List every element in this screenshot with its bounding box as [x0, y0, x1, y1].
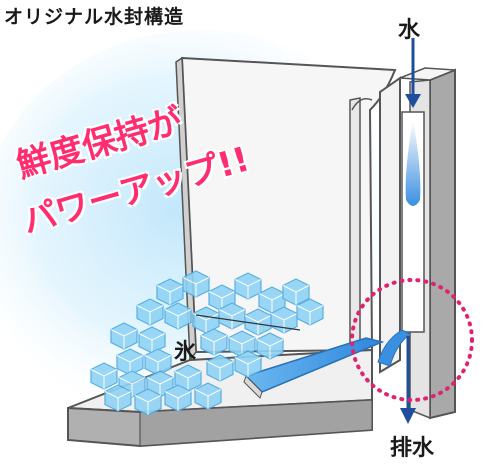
ice-cube-facet [256, 339, 284, 359]
ice-pointer-line [195, 314, 301, 331]
ice-cube-facet [104, 391, 132, 411]
ice-cube-facet [164, 309, 192, 329]
ice-cube-facet [136, 305, 164, 325]
ice-cube-facet [174, 371, 202, 391]
ice-cube-facet [110, 329, 138, 349]
ice-cube-facet [296, 305, 324, 325]
ice-cube-facet [258, 293, 286, 313]
water-drop [405, 120, 421, 206]
ice-cube-facet [118, 377, 146, 397]
arrow-down-icon [405, 38, 421, 108]
drain-trap [377, 329, 411, 367]
water-tray-lip [243, 375, 263, 399]
ice-cube-facet [138, 333, 166, 353]
ice-cube-facet [234, 357, 262, 377]
ice-cube-facet [218, 309, 246, 329]
drain-label: 排水 [390, 436, 435, 461]
ice-cube-facet [270, 313, 298, 333]
ice-cube-facet [282, 285, 310, 305]
water-label: 水 [398, 18, 421, 43]
ice-cube-facet [164, 391, 192, 411]
ice-cube-facet [194, 389, 222, 409]
ice-cube-facet [182, 277, 210, 297]
floor-front-dark [139, 399, 373, 447]
ice-cube-facet [90, 369, 118, 389]
ice-cube-facet [200, 335, 228, 355]
ice-cubes-group [90, 270, 324, 416]
ice-cube-facet [134, 395, 162, 415]
inner-curve [351, 98, 373, 111]
outer-wall-right [429, 68, 456, 420]
outer-wall-front [379, 76, 401, 374]
ice-cube-facet [156, 285, 184, 305]
dotted-circle-icon [350, 278, 474, 402]
ice-cube-facet [234, 279, 262, 299]
diagram-title: オリジナル水封構造 [4, 6, 185, 28]
ice-cube-facet [206, 361, 234, 381]
ice-label: 氷 [174, 340, 197, 365]
